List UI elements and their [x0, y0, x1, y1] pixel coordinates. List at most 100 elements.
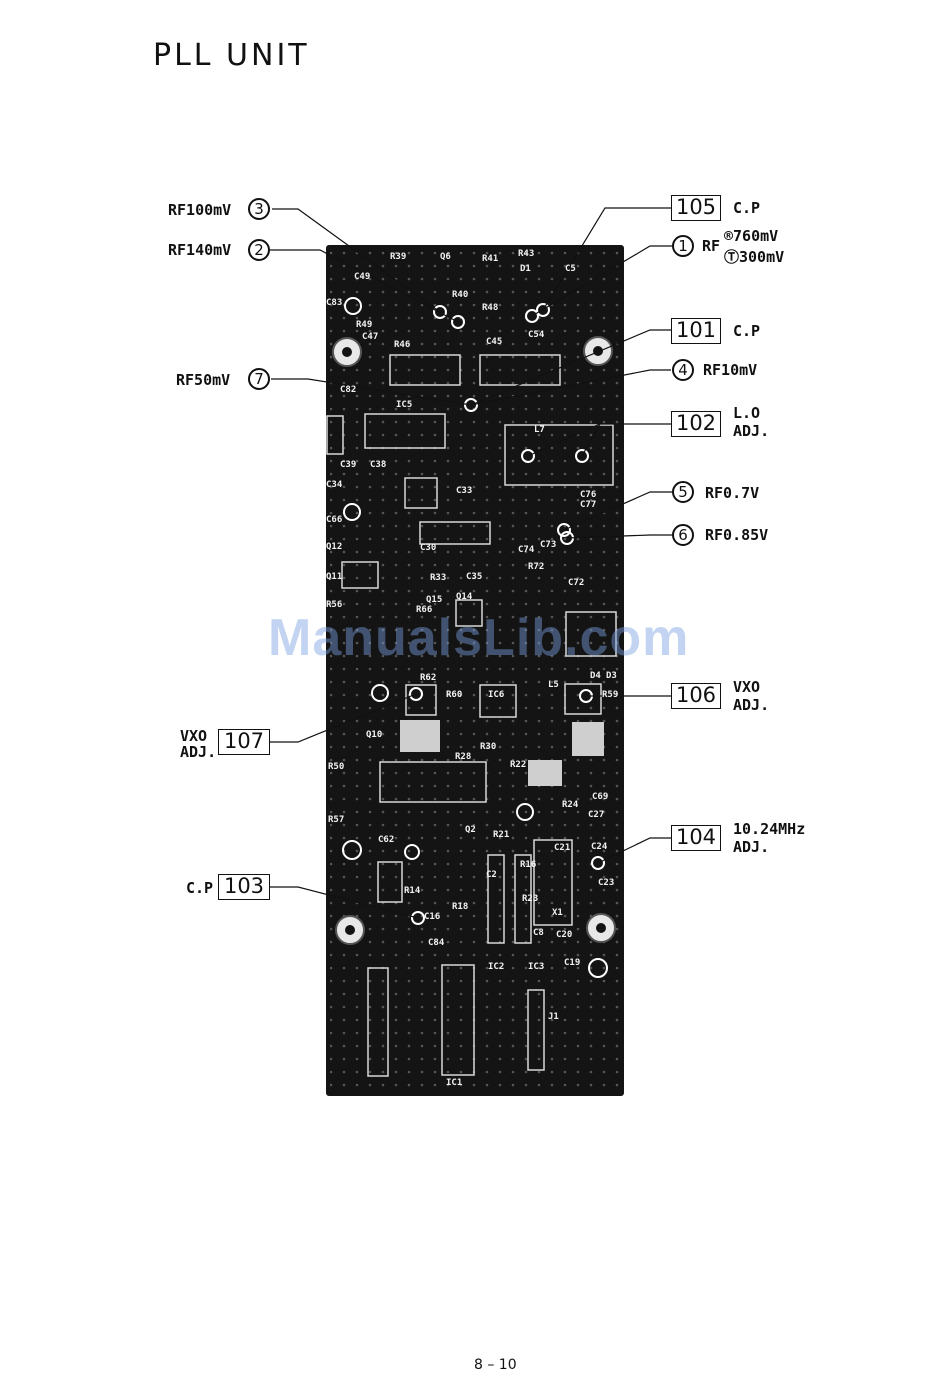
test-point-marker-5: 5: [672, 481, 694, 503]
silkscreen-label: C84: [428, 938, 445, 948]
silkscreen-label: C76: [580, 490, 597, 500]
adjust-box-107: 107: [218, 729, 270, 755]
silkscreen-label: C39: [340, 460, 357, 470]
callout-label-2: RF140mV: [168, 241, 232, 259]
callout-label-4: RF10mV: [703, 361, 758, 379]
silkscreen-label: C16: [424, 912, 441, 922]
silkscreen-label: IC3: [528, 962, 545, 972]
adj-label-103: C.P: [186, 879, 214, 897]
silkscreen-label: C54: [528, 330, 545, 340]
silkscreen-label: R60: [446, 690, 463, 700]
adj-label-102-line2: ADJ.: [733, 422, 770, 440]
silkscreen-label: R62: [420, 673, 437, 683]
callout-prefix-1: RF: [702, 237, 721, 255]
silkscreen-label: C20: [556, 930, 573, 940]
watermark: ManualsLib.com: [268, 609, 690, 667]
silkscreen-label: R48: [482, 303, 499, 313]
silkscreen-label: C45: [486, 337, 503, 347]
silkscreen-label: R56: [326, 600, 343, 610]
silkscreen-label: C24: [591, 842, 608, 852]
silkscreen-label: R28: [455, 752, 472, 762]
page-title: PLL UNIT: [153, 38, 310, 73]
silkscreen-label: C69: [592, 792, 609, 802]
silkscreen-label: IC1: [446, 1078, 463, 1088]
callout-label-3: RF100mV: [168, 201, 232, 219]
silkscreen-label: C38: [370, 460, 387, 470]
silkscreen-label: C49: [354, 272, 371, 282]
callout-label-1-transmit: Ⓣ300mV: [724, 248, 785, 266]
silkscreen-label: Q6: [440, 252, 451, 262]
silkscreen-label: Q10: [366, 730, 383, 740]
silkscreen-label: Q2: [465, 825, 476, 835]
component-outlines: [326, 354, 617, 1077]
callout-label-7: RF50mV: [176, 371, 231, 389]
silkscreen-label: C30: [420, 543, 437, 553]
silkscreen-label: C82: [340, 385, 357, 395]
silkscreen-label: Q11: [326, 572, 343, 582]
adjust-box-102: 102: [671, 411, 721, 437]
silkscreen-label: R21: [493, 830, 510, 840]
silkscreen-label: C8: [533, 928, 544, 938]
silkscreen-label: R39: [390, 252, 407, 262]
silkscreen-label: C47: [362, 332, 379, 342]
silkscreen-label: R18: [452, 902, 469, 912]
callout-label-6: RF0.85V: [705, 526, 769, 544]
silkscreen-label: R72: [528, 562, 545, 572]
adj-label-107-line1: VXO: [180, 727, 208, 745]
silkscreen-label: Q14: [456, 592, 473, 602]
silkscreen-label: D3: [606, 671, 617, 681]
silkscreen-label: R23: [522, 894, 539, 904]
silkscreen-label: R66: [416, 605, 433, 615]
silkscreen-label: C62: [378, 835, 395, 845]
silkscreen-label: R30: [480, 742, 497, 752]
silkscreen-label: C33: [456, 486, 473, 496]
silkscreen-label: C74: [518, 545, 535, 555]
silkscreen-label: C83: [326, 298, 343, 308]
adj-label-102-line1: L.O: [733, 404, 761, 422]
adjust-box-104: 104: [671, 825, 721, 851]
adj-label-101: C.P: [733, 322, 761, 340]
silkscreen-label: R43: [518, 249, 535, 259]
silkscreen-label: C23: [598, 878, 615, 888]
silkscreen-label: R50: [328, 762, 345, 772]
silkscreen-label: Q15: [426, 595, 443, 605]
silkscreen-label: D1: [520, 264, 531, 274]
silkscreen-label: R57: [328, 815, 345, 825]
silkscreen-label: C73: [540, 540, 557, 550]
adjust-box-105: 105: [671, 195, 721, 221]
silkscreen-label: R33: [430, 573, 447, 583]
leader-lines: [270, 207, 672, 919]
adj-label-106-line1: VXO: [733, 678, 761, 696]
test-point-marker-1: 1: [672, 235, 694, 257]
silkscreen-label: IC5: [396, 400, 413, 410]
silkscreen-label: L7: [534, 425, 545, 435]
silkscreen-label: R16: [520, 860, 537, 870]
silkscreen-label: C77: [580, 500, 597, 510]
adjust-box-101: 101: [671, 318, 721, 344]
silkscreen-label: C19: [564, 958, 581, 968]
silkscreen-label: D4: [590, 671, 601, 681]
page-number: 8 – 10: [474, 1357, 517, 1373]
callout-label-5: RF0.7V: [705, 484, 760, 502]
adjust-box-103: 103: [218, 874, 270, 900]
silkscreen-label: J1: [548, 1012, 559, 1022]
silkscreen-label: L5: [548, 680, 559, 690]
silkscreen-label: C21: [554, 843, 571, 853]
silkscreen-label: R40: [452, 290, 469, 300]
silkscreen-label: C66: [326, 515, 343, 525]
test-points: [342, 297, 608, 978]
adj-label-107-line2: ADJ.: [180, 743, 217, 761]
silkscreen-label: C2: [486, 870, 497, 880]
adj-label-106-line2: ADJ.: [733, 696, 770, 714]
adj-label-105: C.P: [733, 199, 761, 217]
silkscreen-label: C27: [588, 810, 605, 820]
adj-label-104-line1: 10.24MHz: [733, 820, 806, 838]
silkscreen-label: IC2: [488, 962, 505, 972]
test-point-marker-2: 2: [248, 239, 270, 261]
silkscreen-label: IC6: [488, 690, 505, 700]
silkscreen-label: X1: [552, 908, 563, 918]
silkscreen-label: R14: [404, 886, 421, 896]
silkscreen-label: Q12: [326, 542, 343, 552]
test-point-marker-4: 4: [672, 359, 694, 381]
